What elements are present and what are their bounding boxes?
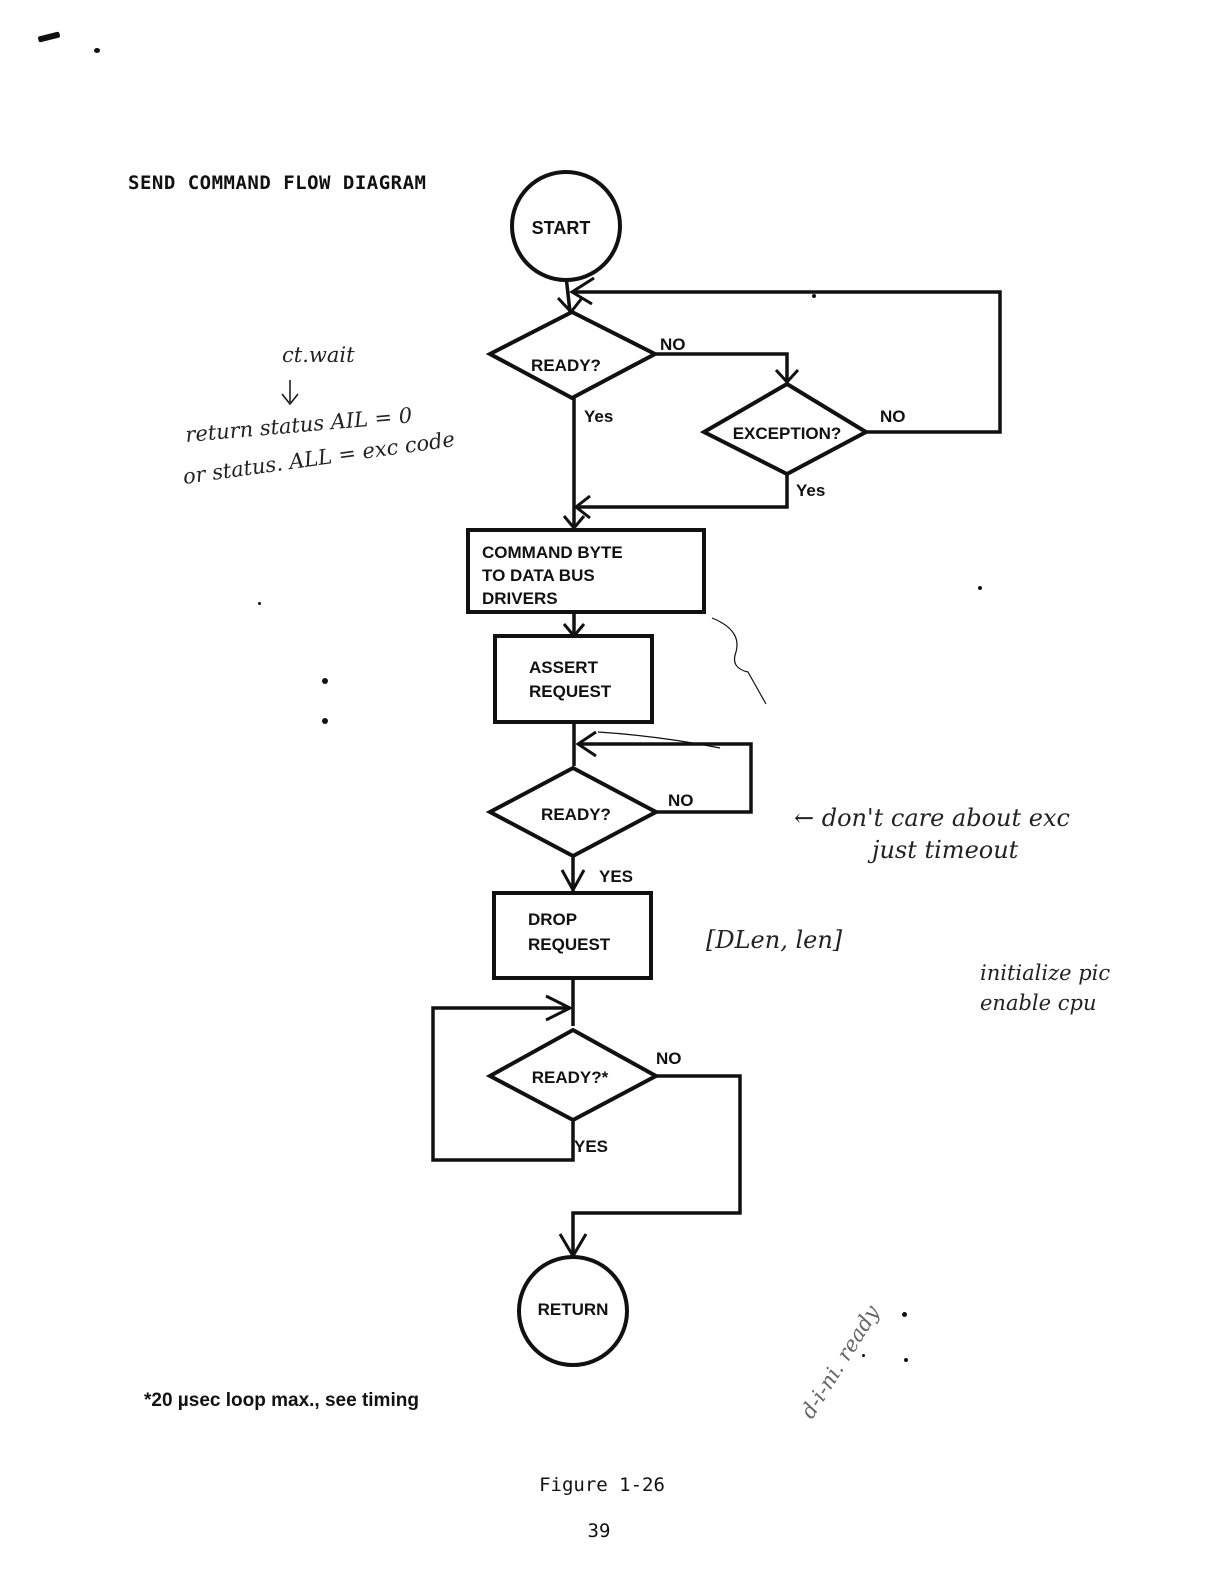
figure-caption: Figure 1-26 xyxy=(539,1474,665,1496)
edge-ready3-yes-loop xyxy=(431,1006,575,1162)
note-ct-wait: ct.wait xyxy=(282,343,355,367)
return-label: RETURN xyxy=(538,1300,609,1319)
node-ready-2: READY? xyxy=(485,765,661,859)
ready3-label: READY?* xyxy=(532,1068,609,1087)
exception-no-label: NO xyxy=(880,407,906,426)
exception-diamond xyxy=(699,381,871,477)
edge-ready1-no xyxy=(655,352,789,382)
arrowhead-ready3-loop xyxy=(545,994,574,1022)
ready2-label: READY? xyxy=(541,805,611,824)
ready2-diamond xyxy=(485,765,661,859)
assert-request-line-2: REQUEST xyxy=(529,682,612,701)
ready1-label: READY? xyxy=(531,356,601,375)
command-byte-line-2: TO DATA BUS xyxy=(482,566,595,585)
scan-speck xyxy=(322,678,328,684)
ready2-yes-label: YES xyxy=(599,867,633,886)
start-circle xyxy=(510,170,622,282)
note-initialize-line-2: enable cpu xyxy=(980,991,1096,1015)
assert-request-box xyxy=(493,634,654,724)
scan-speck xyxy=(322,718,328,724)
exception-label: EXCEPTION? xyxy=(733,424,842,443)
connectors xyxy=(431,275,1002,1256)
scan-speck xyxy=(978,586,982,590)
ready1-diamond xyxy=(485,309,660,401)
node-command-byte: COMMAND BYTE TO DATA BUS DRIVERS xyxy=(466,528,706,614)
node-ready-1: READY? xyxy=(485,309,660,401)
scan-speck xyxy=(862,1354,865,1357)
ready2-no-label: NO xyxy=(668,791,694,810)
node-start: START xyxy=(510,170,622,282)
drop-request-line-1: DROP xyxy=(528,910,577,929)
scan-speck xyxy=(904,1358,908,1362)
arrowhead-drop-in xyxy=(560,869,586,894)
edge-ready3-no xyxy=(571,1074,742,1256)
arrowhead-loop-top xyxy=(569,276,595,306)
ready3-diamond xyxy=(485,1027,661,1123)
node-return: RETURN xyxy=(517,1255,629,1367)
note-ready-diagonal: d-i-ni. ready xyxy=(796,1300,885,1422)
scan-speck xyxy=(902,1312,907,1317)
note-initialize-line-1: initialize pic xyxy=(980,961,1110,985)
note-dont-care-line-2: just timeout xyxy=(867,836,1019,864)
edge-ready2-no-loop xyxy=(578,742,753,814)
page-title: SEND COMMAND FLOW DIAGRAM xyxy=(128,172,427,194)
drop-request-box xyxy=(492,891,653,980)
start-label: START xyxy=(532,218,591,238)
note-dont-care-line-1: ← don't care about exc xyxy=(794,804,1070,832)
ready3-no-label: NO xyxy=(656,1049,682,1068)
ready3-yes-label: YES xyxy=(574,1137,608,1156)
command-byte-line-3: DRIVERS xyxy=(482,589,558,608)
assert-request-line-1: ASSERT xyxy=(529,658,599,677)
scan-speck xyxy=(258,602,261,605)
note-squiggle xyxy=(711,617,767,705)
handwritten-annotations: ct.wait return status AIL = 0 or status.… xyxy=(181,343,1110,1423)
node-assert-request: ASSERT REQUEST xyxy=(493,634,654,724)
drop-request-line-2: REQUEST xyxy=(528,935,611,954)
edge-exception-no-loop xyxy=(574,290,1002,434)
scan-speck xyxy=(812,294,816,298)
ready1-no-label: NO xyxy=(660,335,686,354)
command-byte-line-1: COMMAND BYTE xyxy=(482,543,623,562)
footnote: *20 µsec loop max., see timing xyxy=(144,1390,419,1411)
note-arrow-down xyxy=(281,380,299,406)
arrowhead-exception-yes xyxy=(573,494,591,520)
note-dlen: [DLen, len] xyxy=(706,926,843,954)
edge-labels: NO Yes NO Yes NO YES NO YES xyxy=(574,335,906,1156)
page-number: 39 xyxy=(587,1520,611,1542)
node-drop-request: DROP REQUEST xyxy=(492,891,653,980)
exception-yes-label: Yes xyxy=(796,481,825,500)
arrowhead-ready2-loop xyxy=(575,730,597,758)
edge-start-ready1 xyxy=(564,275,572,313)
edge-exception-yes xyxy=(576,474,789,509)
return-circle xyxy=(517,1255,629,1367)
note-faint-stroke xyxy=(597,731,721,749)
command-byte-box xyxy=(466,528,706,614)
ready1-yes-label: Yes xyxy=(584,407,613,426)
node-ready-3: READY?* xyxy=(485,1027,661,1123)
scan-speck xyxy=(94,48,100,53)
node-exception: EXCEPTION? xyxy=(699,381,871,477)
